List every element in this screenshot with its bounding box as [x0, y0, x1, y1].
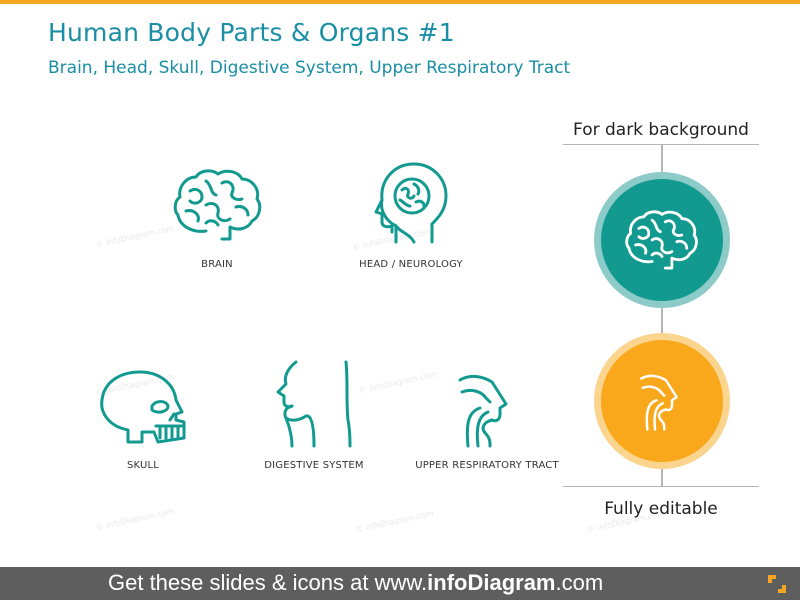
watermark: © infoDiagram.com	[94, 223, 175, 250]
footer-suffix: .com	[555, 570, 604, 595]
skull-icon	[100, 370, 186, 444]
top-accent-bar	[0, 0, 800, 4]
watermark: © infoDiagram.com	[357, 369, 438, 396]
dark-background-heading: For dark background	[573, 120, 749, 140]
fully-editable-heading: Fully editable	[604, 499, 718, 519]
footer-bar: Get these slides & icons at www.infoDiag…	[0, 567, 800, 600]
icon-label-skull: SKULL	[126, 460, 160, 471]
connector-line	[661, 144, 663, 486]
upper-respiratory-tract-icon	[639, 374, 678, 431]
watermark: © infoDiagram.com	[94, 506, 175, 533]
footer-prefix: Get these slides & icons at www.	[108, 570, 428, 595]
digestive-system-icon	[276, 360, 352, 448]
divider-line	[563, 486, 759, 487]
head-neurology-icon	[374, 162, 448, 244]
brain-icon	[173, 169, 262, 241]
icon-label-digestive-system: DIGESTIVE SYSTEM	[264, 460, 364, 471]
upper-respiratory-tract-icon	[458, 374, 508, 448]
brain-dark-circle	[594, 172, 730, 308]
icon-label-brain: BRAIN	[201, 259, 233, 270]
page-title: Human Body Parts & Organs #1	[48, 18, 455, 47]
respiratory-dark-circle	[594, 333, 730, 469]
infodiagram-logo-icon	[768, 575, 786, 593]
page-subtitle: Brain, Head, Skull, Digestive System, Up…	[48, 58, 571, 78]
footer-text[interactable]: Get these slides & icons at www.infoDiag…	[108, 570, 603, 596]
footer-brand: infoDiagram	[427, 570, 556, 595]
brain-icon	[625, 210, 698, 270]
icon-label-upper-respiratory-tract: UPPER RESPIRATORY TRACT	[415, 460, 559, 471]
icon-label-head-neurology: HEAD / NEUROLOGY	[359, 259, 463, 270]
watermark: © infoDiagram.com	[354, 508, 435, 535]
